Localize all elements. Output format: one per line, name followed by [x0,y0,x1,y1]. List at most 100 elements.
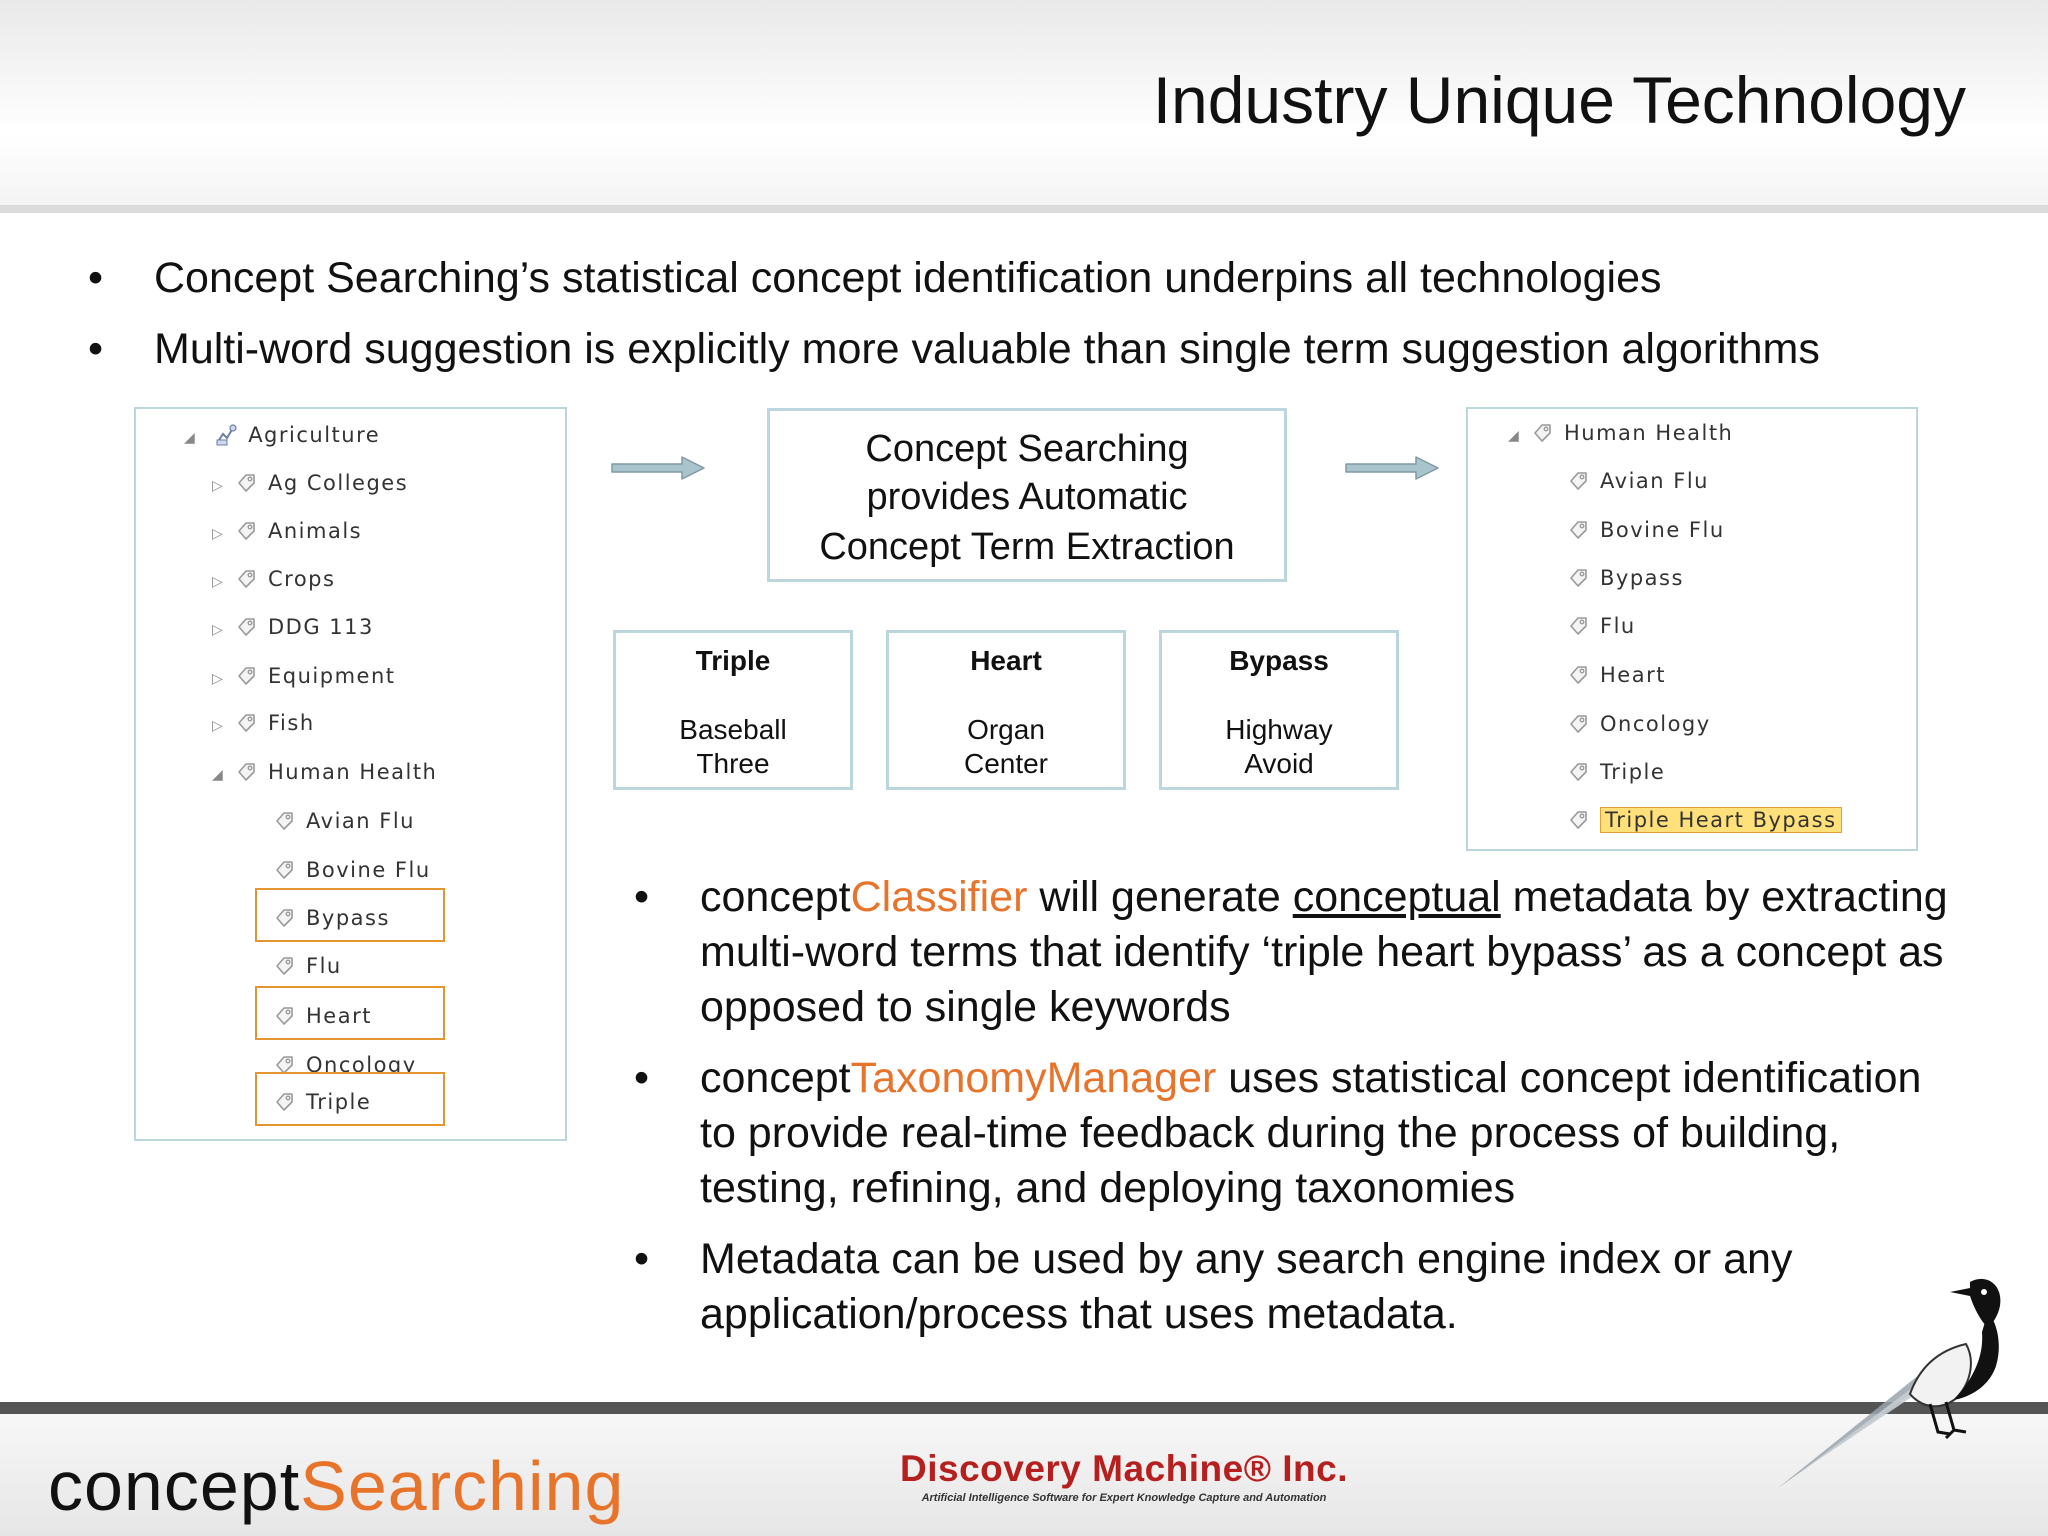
term-word: Organ [967,714,1045,745]
term-head: Triple [695,645,771,676]
tree-child[interactable]: Flu [272,946,342,986]
tree-item[interactable]: ▷ DDG 113 [212,607,374,647]
slide-title: Industry Unique Technology [1152,63,1966,137]
expand-triangle-icon[interactable]: ▷ [212,526,225,542]
tag-icon [272,809,296,833]
tag-icon [234,664,258,688]
tree-child-heart[interactable]: Heart [272,996,372,1036]
collapse-triangle-icon[interactable]: ◢ [1508,428,1521,444]
underlined-word: conceptual [1292,873,1501,921]
bottom-bullet-list: conceptClassifier will generate conceptu… [630,870,1960,1358]
tree-child-triple[interactable]: Triple [272,1082,371,1122]
tag-icon [1566,566,1590,590]
right-arrow-icon [611,456,705,480]
concept-searching-logo: conceptSearching [48,1447,625,1525]
tree-item-human-health[interactable]: ◢ Human Health [212,752,437,792]
bullet-concept-classifier: conceptClassifier will generate conceptu… [630,870,1960,1035]
tree-item[interactable]: ▷Ag Colleges [212,463,408,503]
dm-name: Discovery Machine® Inc. [900,1448,1348,1489]
term-head: Bypass [1229,645,1329,676]
tree-child[interactable]: Flu [1566,606,1636,646]
tree-child[interactable]: Oncology [1566,704,1711,744]
tree-label: Human Health [1564,421,1734,445]
bullet-metadata: Metadata can be used by any search engin… [630,1232,1960,1342]
tree-child[interactable]: Avian Flu [272,801,415,841]
concept-box-line: Concept Searching [865,428,1189,470]
slide-header [0,0,2048,213]
product-name: TaxonomyManager [850,1054,1217,1102]
tag-icon [1566,518,1590,542]
tag-icon [272,906,296,930]
tag-icon [272,858,296,882]
left-taxonomy-tree: ◢ Agriculture ▷Ag Colleges ▷ Animals ▷ Cro… [134,407,567,1141]
term-box-triple: Triple Baseball Three [613,630,853,790]
tree-child[interactable]: Avian Flu [1566,461,1709,501]
tree-root-agriculture[interactable]: ◢ Agriculture [184,415,380,455]
tree-label: Flu [1600,614,1636,638]
right-arrow-icon [1345,456,1439,480]
tag-icon [234,615,258,639]
tree-label: Flu [306,954,342,978]
tree-label: Agriculture [248,423,381,447]
footer-divider [0,1402,2048,1414]
tree-label: DDG 113 [268,615,374,639]
tag-icon [1566,469,1590,493]
tag-icon [1566,712,1590,736]
expand-triangle-icon[interactable]: ▷ [212,622,225,638]
discovery-machine-logo: Discovery Machine® Inc. Artificial Intel… [900,1448,1348,1504]
right-taxonomy-tree: ◢ Human Health Avian Flu Bovine Flu Bypas… [1466,407,1918,851]
tag-icon [234,519,258,543]
concept-extraction-box: Concept Searching provides Automatic Con… [767,408,1287,582]
tree-item[interactable]: ▷Fish [212,703,315,743]
tag-icon [272,1090,296,1114]
tree-label: Avian Flu [1600,469,1709,493]
tree-label: Animals [268,519,363,543]
tag-icon [234,471,258,495]
top-bullet: Multi-word suggestion is explicitly more… [86,319,1820,390]
top-bullet-list: Concept Searching’s statistical concept … [86,248,1820,390]
product-name: Classifier [850,873,1028,921]
tree-item[interactable]: ▷ Crops [212,559,335,599]
agriculture-icon [216,424,237,446]
tree-child[interactable]: Bovine Flu [272,850,431,890]
bullet-text: concept [700,1054,851,1102]
tag-icon [1530,421,1554,445]
concept-box-line: provides Automatic [866,476,1188,518]
term-box-heart: Heart Organ Center [886,630,1126,790]
collapse-triangle-icon[interactable]: ◢ [184,430,197,446]
tag-icon [272,1004,296,1028]
collapse-triangle-icon[interactable]: ◢ [212,767,225,783]
tree-child[interactable]: Heart [1566,655,1666,695]
tree-child[interactable]: Bypass [1566,558,1684,598]
tree-item[interactable]: ▷ Equipment [212,656,396,696]
tree-child[interactable]: Triple [1566,752,1665,792]
bullet-text: will generate [1027,873,1293,921]
tag-icon [1566,614,1590,638]
tree-label: Crops [268,567,336,591]
bullet-taxonomy-manager: conceptTaxonomyManager uses statistical … [630,1051,1960,1216]
magpie-bird-icon [1778,1278,2001,1488]
top-bullet: Concept Searching’s statistical concept … [86,248,1820,319]
bullet-text: concept [700,873,851,921]
tag-icon [234,711,258,735]
tree-label: Human Health [268,760,438,784]
tree-label: Avian Flu [306,809,415,833]
expand-triangle-icon[interactable]: ▷ [212,718,225,734]
tree-item[interactable]: ▷ Animals [212,511,362,551]
expand-triangle-icon[interactable]: ▷ [212,574,225,590]
highlighted-tree-label: Triple Heart Bypass [1600,807,1842,833]
tag-icon [234,760,258,784]
tree-label: Bypass [306,906,390,930]
dm-tagline: Artificial Intelligence Software for Exp… [921,1492,1327,1504]
expand-triangle-icon[interactable]: ▷ [212,671,225,687]
tree-child[interactable]: Bovine Flu [1566,510,1725,550]
expand-triangle-icon[interactable]: ▷ [212,478,225,494]
tree-child-triple-heart-bypass[interactable]: Triple Heart Bypass [1566,800,1842,840]
tree-label: Bovine Flu [1600,518,1725,542]
tree-label: Equipment [268,664,396,688]
term-word: Highway [1225,714,1333,745]
tag-icon [1566,663,1590,687]
tree-label: Oncology [1600,712,1711,736]
tree-root-human-health[interactable]: ◢ Human Health [1508,413,1733,453]
tree-child-bypass[interactable]: Bypass [272,898,390,938]
